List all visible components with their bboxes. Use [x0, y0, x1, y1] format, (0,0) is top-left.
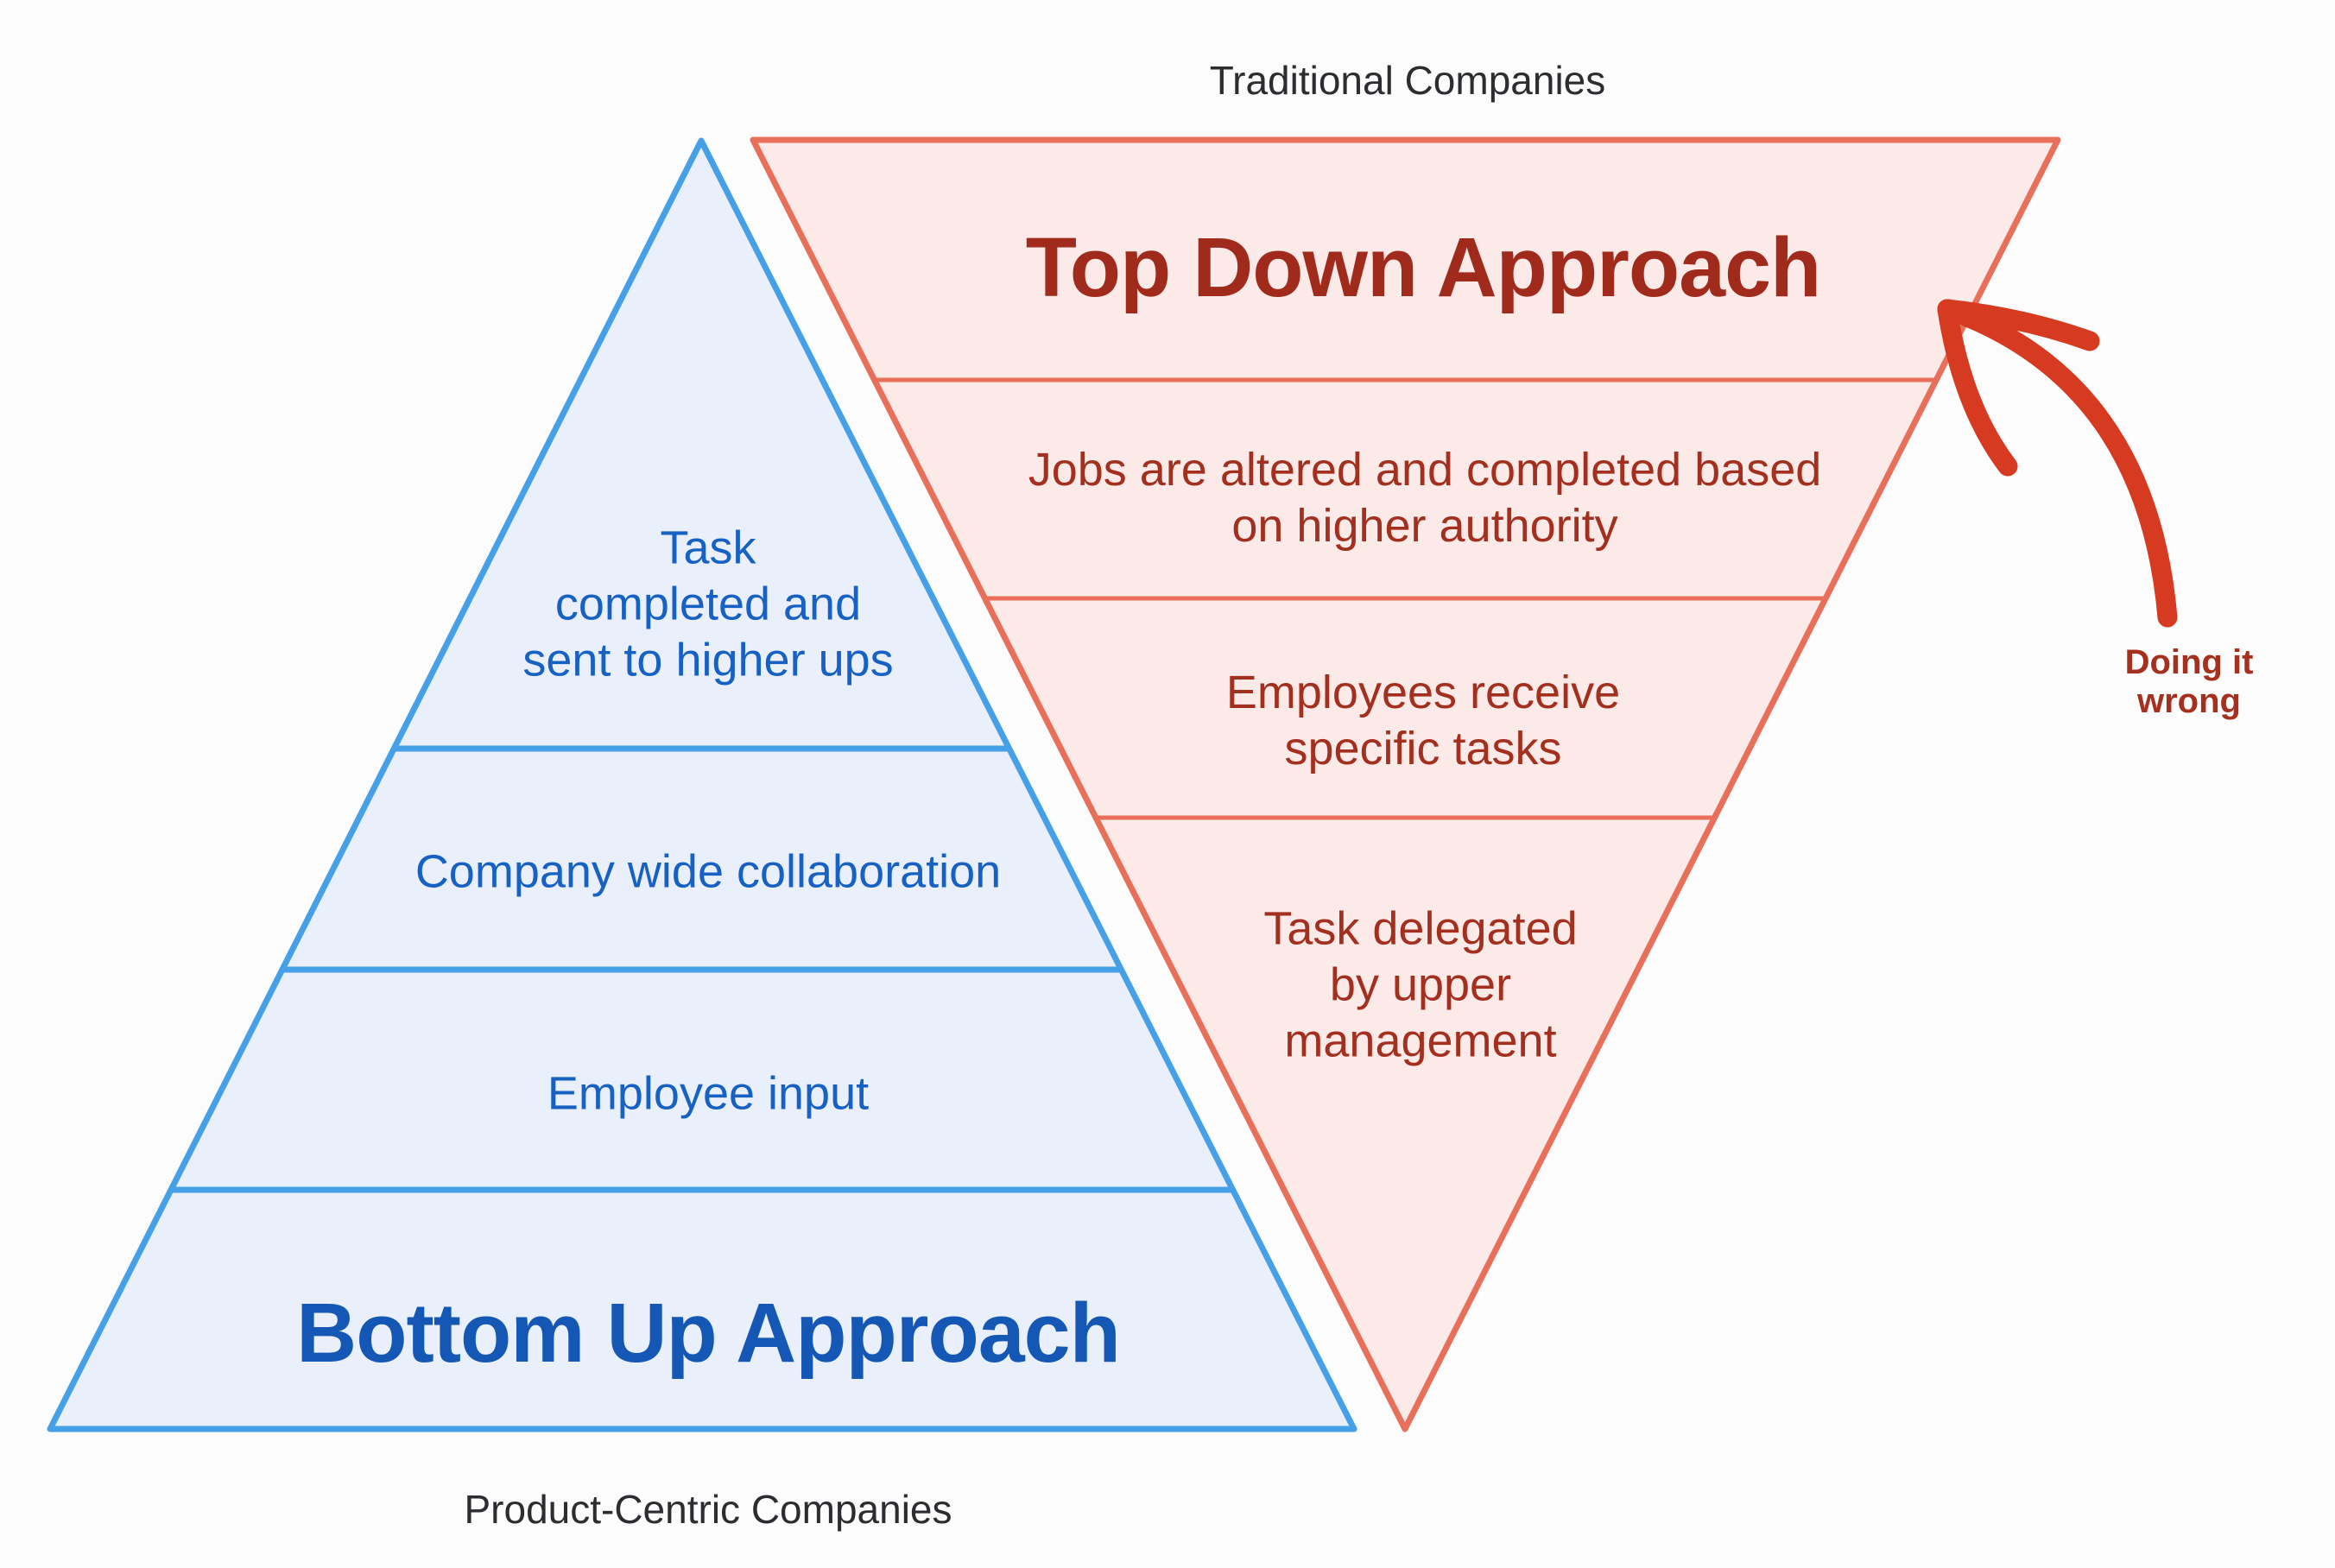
bottom-up-approach-title: Bottom Up Approach	[296, 1286, 1121, 1380]
top-down-pyramid-shape	[750, 136, 2061, 1432]
bottom-up-level-employee-input: Employee input	[547, 1067, 870, 1120]
bottom-up-pyramid-shape	[47, 137, 1357, 1432]
caption-traditional-companies: Traditional Companies	[1209, 58, 1606, 103]
caption-product-centric-companies: Product-Centric Companies	[464, 1487, 952, 1532]
doing-it-wrong-label: Doing it wrong	[2124, 643, 2254, 720]
arrow-shaft	[1937, 299, 2178, 628]
arrow-barb-lower	[1937, 299, 2018, 477]
bottom-up-level-task-completed: Task completed and sent to higher ups	[522, 522, 894, 686]
top-down-level-specific-tasks: Employees receive specific tasks	[1225, 667, 1621, 775]
arrow-barb-upper	[1937, 299, 2100, 351]
bottom-up-level-collaboration: Company wide collaboration	[414, 845, 1002, 898]
top-down-approach-title: Top Down Approach	[1025, 220, 1822, 314]
top-down-level-task-delegated: Task delegated by upper management	[1263, 902, 1578, 1067]
annotation-arrow-icon	[1937, 299, 2178, 628]
top-down-level-jobs-altered: Jobs are altered and completed based on …	[1028, 444, 1822, 552]
